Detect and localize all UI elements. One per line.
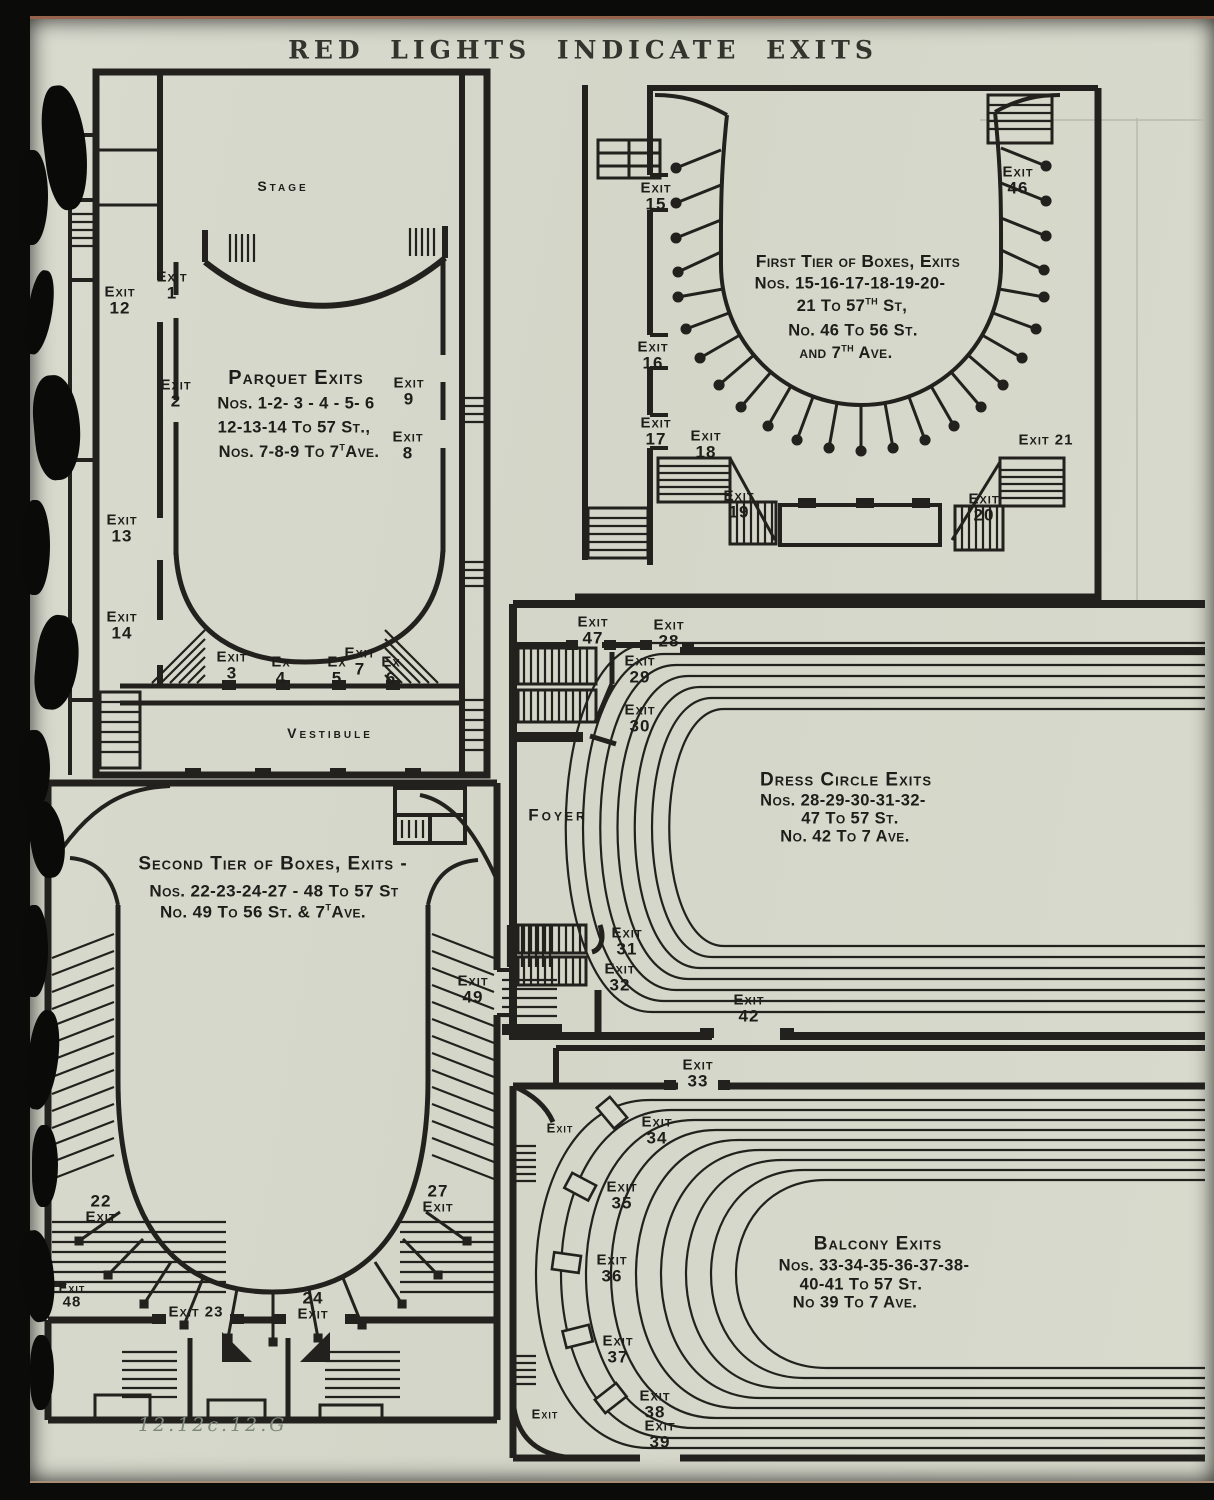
dress-circle-note-line1: Nos. 28-29-30-31-32- [760,791,926,810]
parquet-plan-drawing [68,68,491,779]
page-title: RED LIGHTS INDICATE EXITS [288,35,878,65]
handwritten-catalog-note: 12.12c.12.G [138,1414,288,1436]
second-tier-heading: Second Tier of Boxes, Exits - [138,853,408,875]
paper-tear [18,150,48,245]
parquet-note-line3: Nos. 7-8-9 To 7TAve. [218,442,380,461]
paper-tear [32,1125,58,1207]
paper-sheet [30,16,1214,1483]
parquet-heading: Parquet Exits [228,366,364,389]
parquet-note-line2: 12-13-14 To 57 St., [217,418,371,437]
foyer-label: Foyer [528,805,588,825]
balcony-plan-drawing [509,1045,1205,1462]
second-tier-note-line1: Nos. 22-23-24-27 - 48 To 57 St [149,881,399,901]
first-tier-note-line4: and 7TH Ave. [799,343,893,362]
dress-circle-heading: Dress Circle Exits [760,769,932,791]
first-tier-note-line1: Nos. 15-16-17-18-19-20- [754,274,946,293]
exit-label-side: Exit [546,1120,574,1136]
first-tier-heading: First Tier of Boxes, Exits [755,251,961,272]
second-tier-note-line2: No. 49 To 56 St. & 7TAve. [159,902,367,922]
paper-tear [22,500,50,595]
paper-tear [22,905,48,997]
parquet-note-line1: Nos. 1-2- 3 - 4 - 5- 6 [217,394,375,413]
exit-label-corner: Exit [531,1406,559,1422]
first-tier-note-line3: No. 46 To 56 St. [788,321,918,340]
second-tier-plan-drawing [44,779,562,1424]
dress-circle-note-line2: 47 To 57 St. [801,809,899,828]
balcony-note-line3: No 39 To 7 Ave. [792,1293,918,1312]
first-tier-plan-drawing [575,85,1102,601]
dress-circle-plan-drawing [509,600,1205,1040]
dress-circle-note-line3: No. 42 To 7 Ave. [780,827,910,846]
exit-label-23: Exit 23 [168,1303,224,1321]
exit-label-21: Exit 21 [1018,431,1074,449]
balcony-heading: Balcony Exits [813,1233,943,1255]
first-tier-note-line2: 21 To 57TH St, [796,296,908,315]
vestibule-label: Vestibule [287,724,373,741]
stage-label: Stage [257,177,309,194]
paper-tear [20,730,50,810]
balcony-note-line2: 40-41 To 57 St. [799,1275,923,1294]
paper-tear [30,1335,54,1410]
balcony-note-line1: Nos. 33-34-35-36-37-38- [778,1256,970,1275]
